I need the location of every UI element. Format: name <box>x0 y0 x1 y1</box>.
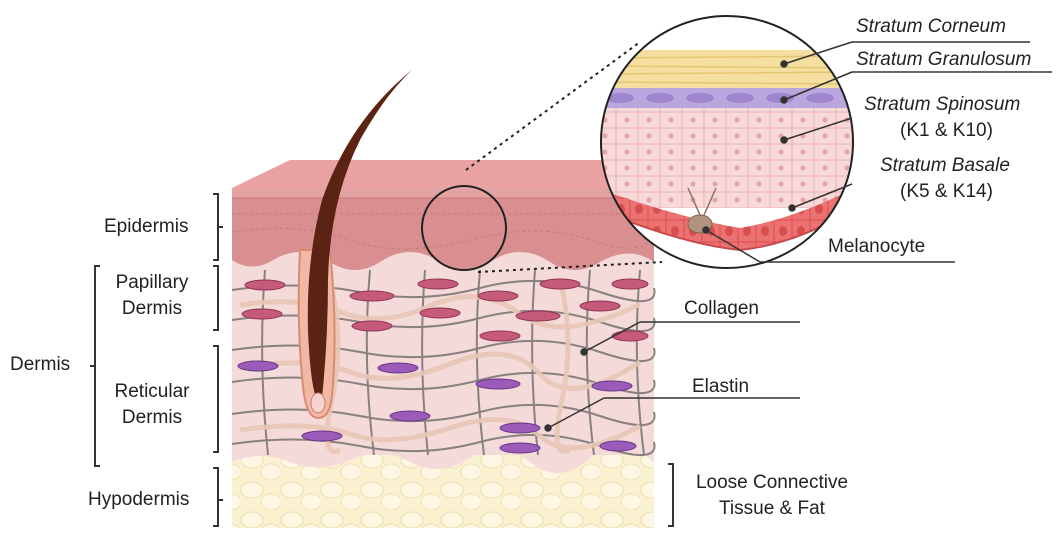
label-papillary-line2: Dermis <box>108 298 196 320</box>
label-spinosum-keratins: (K1 & K10) <box>900 120 993 142</box>
label-loose-connective-line2: Tissue & Fat <box>682 498 862 520</box>
hypodermis-right-bracket <box>668 464 673 526</box>
left-brackets <box>90 194 223 526</box>
label-collagen: Collagen <box>684 298 759 320</box>
label-epidermis: Epidermis <box>104 216 188 238</box>
label-loose-connective-line1: Loose Connective <box>682 472 862 494</box>
label-papillary-line1: Papillary <box>108 272 196 294</box>
label-dermis: Dermis <box>10 354 70 376</box>
label-stratum-granulosum: Stratum Granulosum <box>856 49 1031 71</box>
label-reticular-line2: Dermis <box>106 407 198 429</box>
label-melanocyte: Melanocyte <box>828 236 925 258</box>
label-stratum-corneum: Stratum Corneum <box>856 16 1006 38</box>
hair-bulb <box>311 393 325 413</box>
label-hypodermis: Hypodermis <box>88 489 189 511</box>
stratum-corneum-strip <box>232 188 654 198</box>
label-stratum-basale: Stratum Basale <box>880 155 1010 177</box>
label-basale-keratins: (K5 & K14) <box>900 181 993 203</box>
label-stratum-spinosum: Stratum Spinosum <box>864 94 1020 116</box>
block-top-face <box>232 160 654 188</box>
label-reticular-line1: Reticular <box>106 381 198 403</box>
label-elastin: Elastin <box>692 376 749 398</box>
